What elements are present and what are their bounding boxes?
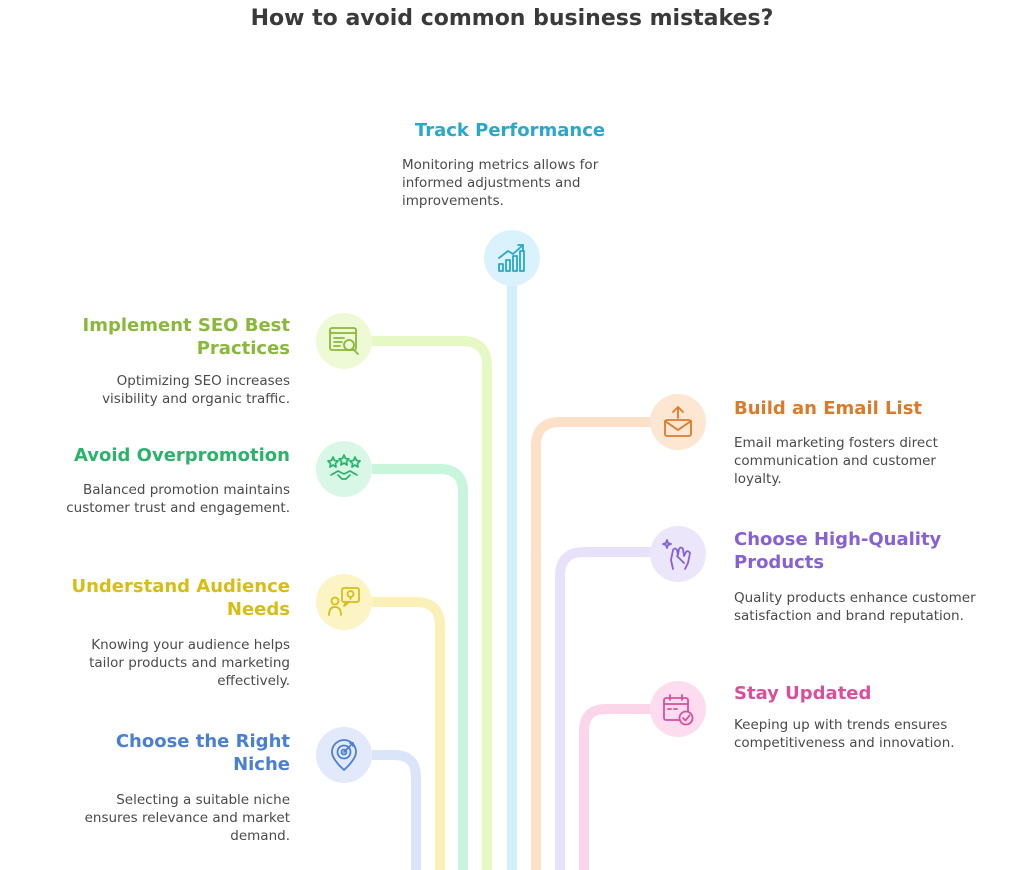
hand-sparkle-icon xyxy=(662,539,691,570)
connector-overpromo xyxy=(372,464,468,870)
email-icon-badge xyxy=(650,394,706,450)
audience-icon-badge xyxy=(316,574,372,630)
target-pin-icon xyxy=(331,739,357,771)
desc-email: Email marketing fosters direct communica… xyxy=(734,435,938,487)
mail-upload-icon xyxy=(664,406,692,437)
heading-seo: Implement SEO Best Practices xyxy=(82,315,290,359)
heading-audience: Understand Audience Needs xyxy=(71,576,290,620)
calendar-check-icon xyxy=(663,694,694,726)
quality-icon-badge xyxy=(650,526,706,582)
connector-audience xyxy=(372,597,445,870)
desc-seo: Optimizing SEO increases visibility and … xyxy=(102,373,290,407)
page-title: How to avoid common business mistakes? xyxy=(250,6,774,31)
updated-icon-badge xyxy=(650,681,706,737)
track-icon-badge xyxy=(484,230,540,286)
person-idea-icon xyxy=(328,587,360,616)
heading-quality: Choose High-Quality Products xyxy=(734,529,942,573)
desc-track: Monitoring metrics allows for informed a… xyxy=(402,157,599,209)
desc-niche: Selecting a suitable niche ensures relev… xyxy=(84,792,290,844)
heading-track: Track Performance xyxy=(414,120,606,141)
stars-handshake-icon xyxy=(327,454,361,480)
heading-email: Build an Email List xyxy=(734,398,923,419)
desc-quality: Quality products enhance customer satisf… xyxy=(734,590,976,624)
heading-niche: Choose the Right Niche xyxy=(115,731,290,775)
connector-niche xyxy=(372,750,421,870)
desc-audience: Knowing your audience helps tailor produ… xyxy=(89,637,290,689)
desc-overpromo: Balanced promotion maintains customer tr… xyxy=(66,482,290,516)
connector-email xyxy=(531,417,652,870)
seo-icon-badge xyxy=(316,313,372,369)
connector-seo xyxy=(372,336,492,870)
overpromo-icon-badge xyxy=(316,441,372,497)
connector-updated xyxy=(579,704,652,870)
web-search-icon xyxy=(329,327,359,355)
desc-updated: Keeping up with trends ensures competiti… xyxy=(734,717,955,751)
connector-quality xyxy=(555,547,652,870)
growth-chart-icon xyxy=(498,244,525,272)
heading-overpromo: Avoid Overpromotion xyxy=(73,445,290,466)
heading-updated: Stay Updated xyxy=(734,683,872,704)
niche-icon-badge xyxy=(316,727,372,783)
